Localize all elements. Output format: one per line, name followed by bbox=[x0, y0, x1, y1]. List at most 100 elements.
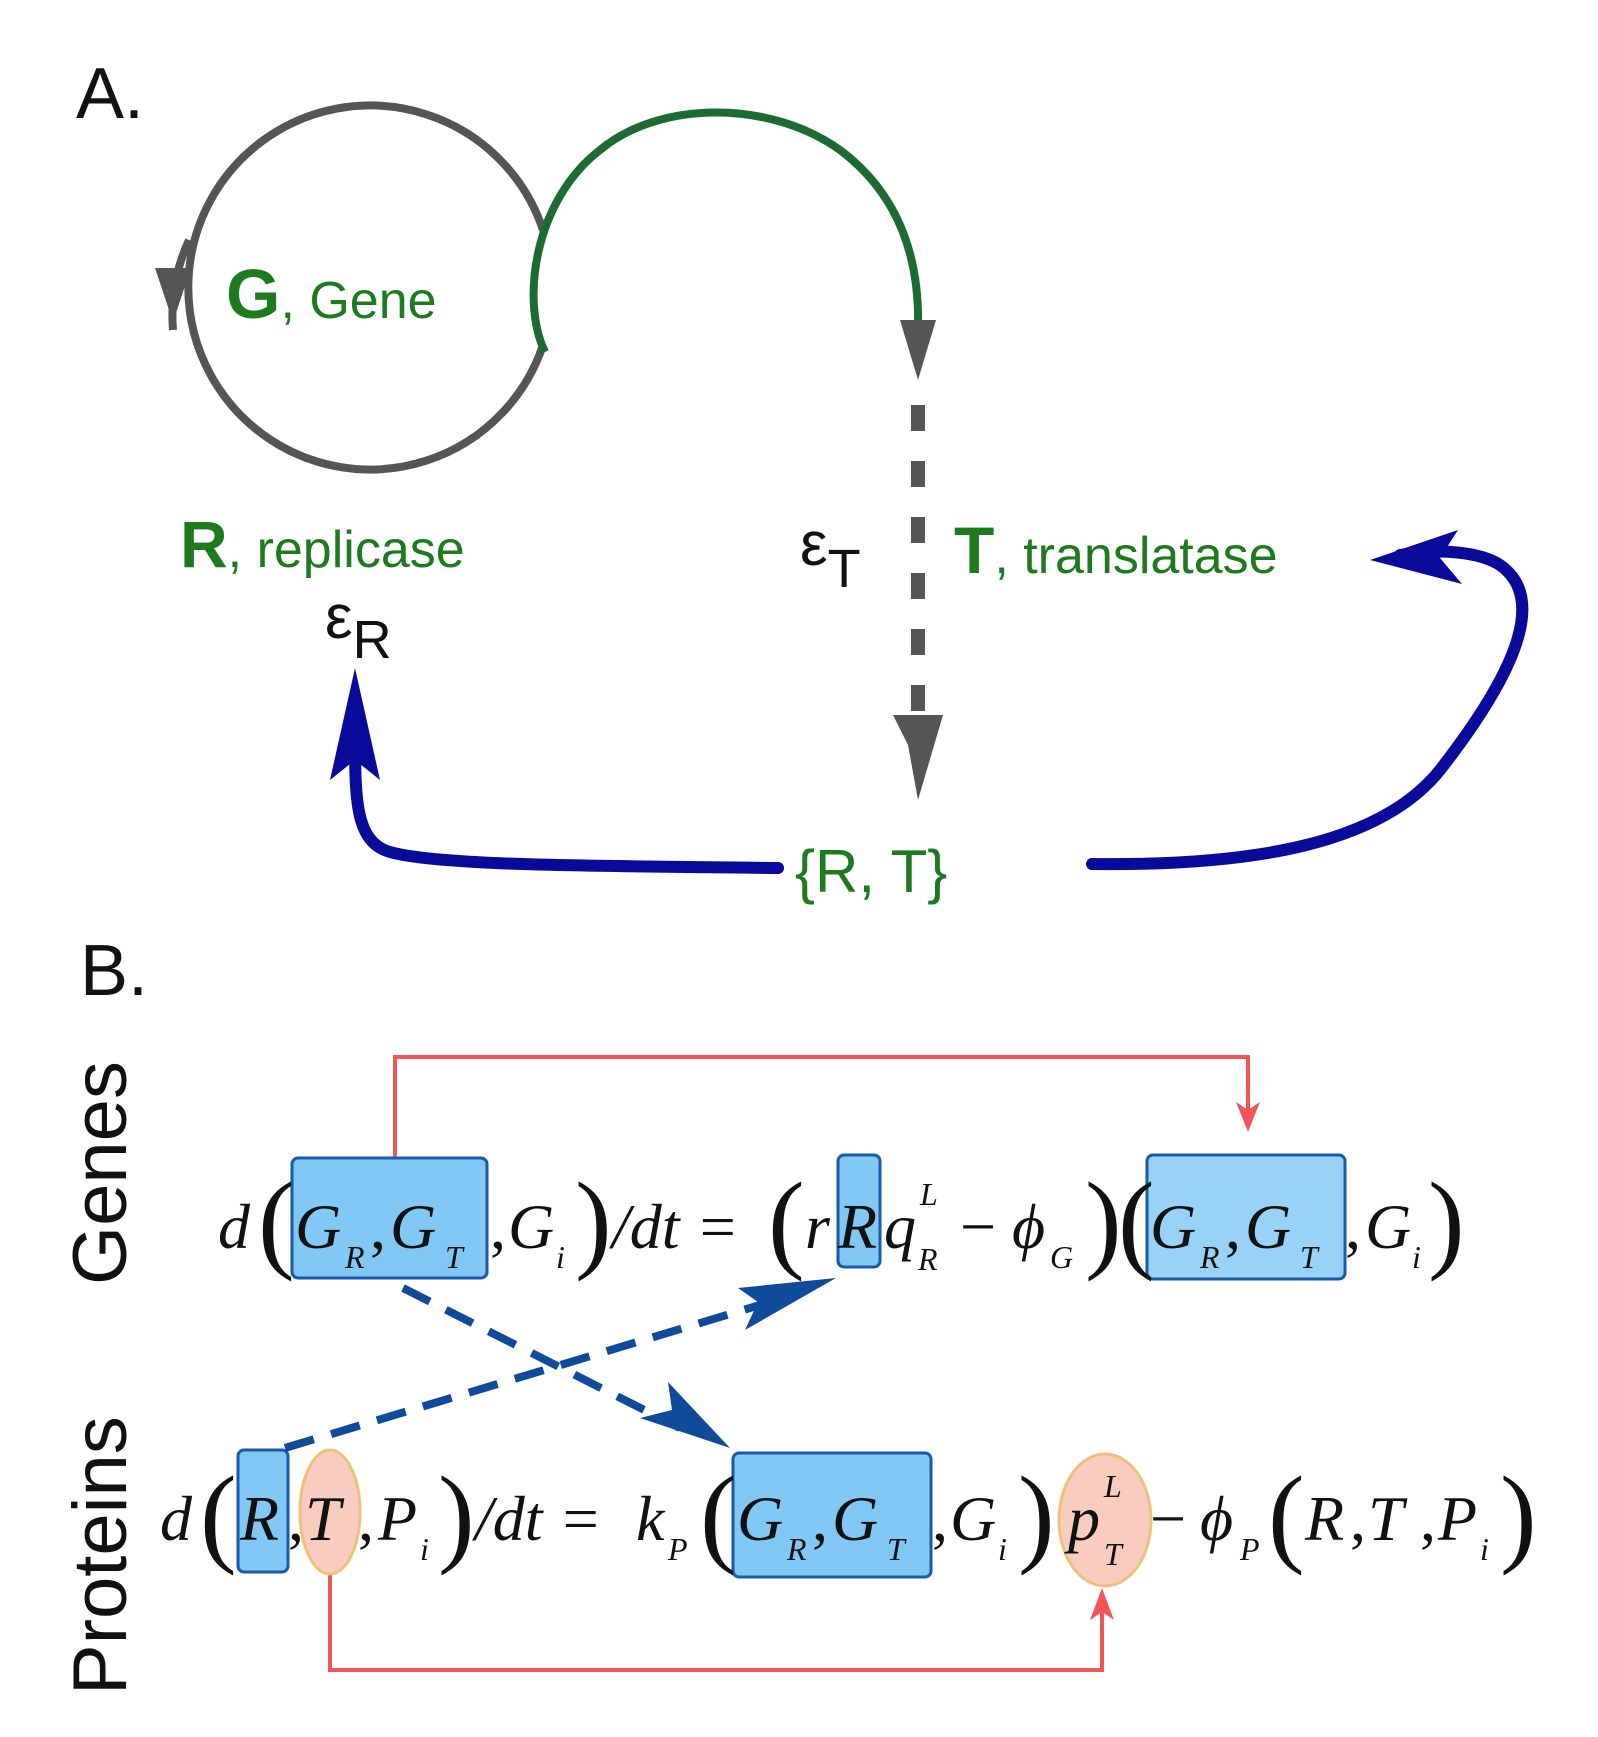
protein-eq-r-box bbox=[236, 1448, 290, 1574]
gene-eq-phi-sub: G bbox=[1050, 1239, 1073, 1275]
protein-eq-g1: G bbox=[737, 1483, 783, 1554]
gene-symbol: G bbox=[226, 255, 280, 333]
red-protein-arrowhead-icon bbox=[1090, 1588, 1114, 1620]
epsilon-r-sub: R bbox=[353, 610, 392, 670]
red-gene-feedback-arrow bbox=[393, 1055, 1250, 1158]
protein-eq-comma4: , bbox=[932, 1483, 948, 1554]
gene-eq-g3-sub: i bbox=[556, 1239, 565, 1275]
green-arc-arrowhead-icon bbox=[900, 320, 936, 380]
protein-eq-T2: T bbox=[1368, 1483, 1408, 1554]
gene-eq-r: r bbox=[805, 1191, 831, 1262]
protein-eq-comma6: , bbox=[1420, 1483, 1436, 1554]
protein-eq-g2-sub: T bbox=[887, 1531, 907, 1567]
blue-arrowhead-translatase-icon bbox=[1370, 530, 1462, 584]
epsilon-t-sub: T bbox=[828, 539, 861, 599]
protein-eq-g1-sub: R bbox=[786, 1531, 807, 1567]
gene-equation: d ( G R , G T , G i ) /dt = ( r R q L R … bbox=[218, 1160, 1465, 1282]
translatase-label: T, translatase bbox=[954, 513, 1278, 587]
protein-eq-p-sub: T bbox=[1104, 1536, 1124, 1572]
epsilon-r-base: ε bbox=[325, 583, 353, 652]
blue-arrow-to-translatase bbox=[1086, 545, 1529, 871]
epsilon-r-label: εR bbox=[325, 583, 392, 670]
gene-eq-paren-close: ) bbox=[575, 1160, 612, 1282]
gene-eq-g6-sub: i bbox=[1412, 1239, 1421, 1275]
gene-text: , Gene bbox=[280, 272, 436, 330]
protein-eq-t-oval bbox=[298, 1448, 362, 1576]
translatase-text: , translatase bbox=[994, 527, 1277, 585]
replicase-text: , replicase bbox=[228, 521, 465, 579]
protein-eq-d: d bbox=[160, 1483, 193, 1554]
protein-eq-phi: ϕ bbox=[1200, 1483, 1233, 1554]
blue-arrow-to-replicase bbox=[349, 724, 784, 874]
protein-eq-T: T bbox=[305, 1483, 345, 1554]
protein-eq-g3-sub: i bbox=[998, 1531, 1007, 1567]
protein-eq-k-sub: P bbox=[667, 1531, 688, 1567]
gene-eq-g4: G bbox=[1150, 1191, 1196, 1262]
gene-eq-g1: G bbox=[295, 1191, 341, 1262]
protein-eq-comma1: , bbox=[288, 1483, 304, 1554]
gene-eq-paren-close3: ) bbox=[1428, 1160, 1465, 1282]
replicase-label: R, replicase bbox=[180, 507, 465, 581]
protein-eq-comma5: , bbox=[1350, 1483, 1366, 1554]
genes-row-label: Genes bbox=[58, 1061, 143, 1285]
gene-eq-q-sub: R bbox=[917, 1241, 938, 1277]
protein-eq-g3: G bbox=[950, 1483, 996, 1554]
protein-eq-dt: /dt = bbox=[472, 1483, 602, 1554]
gene-eq-phi: ϕ bbox=[1012, 1191, 1045, 1262]
gene-eq-g4-sub: R bbox=[1199, 1239, 1220, 1275]
gene-eq-g2: G bbox=[390, 1191, 436, 1262]
blue-arrowhead-replicase-icon bbox=[330, 668, 380, 780]
epsilon-t-label: εT bbox=[800, 510, 861, 599]
protein-eq-P2-sub: i bbox=[1480, 1531, 1489, 1567]
protein-eq-k: k bbox=[636, 1483, 666, 1554]
gene-eq-comma1: , bbox=[370, 1191, 386, 1262]
protein-eq-gr-gt-box bbox=[731, 1451, 933, 1579]
gene-eq-g3: G bbox=[508, 1191, 554, 1262]
gene-eq-paren-open2: ( bbox=[768, 1160, 805, 1282]
panel-b-label: B. bbox=[80, 931, 148, 1011]
gene-eq-q-sup: L bbox=[919, 1176, 938, 1212]
translation-arrowhead-icon bbox=[893, 715, 943, 800]
protein-eq-g2: G bbox=[832, 1483, 878, 1554]
protein-eq-p-sup: L bbox=[1103, 1468, 1122, 1504]
protein-eq-paren-close3: ) bbox=[1500, 1454, 1537, 1576]
dashed-protein-to-gene-arrow bbox=[283, 1298, 772, 1452]
protein-eq-paren-close: ) bbox=[438, 1454, 475, 1576]
gene-eq-g6: G bbox=[1365, 1191, 1411, 1262]
gene-eq-paren-open: ( bbox=[258, 1160, 295, 1282]
protein-eq-P: P bbox=[377, 1483, 417, 1554]
gene-eq-q: q bbox=[884, 1191, 916, 1262]
protein-eq-pt-oval bbox=[1057, 1452, 1153, 1588]
protein-eq-paren-open3: ( bbox=[1268, 1454, 1305, 1576]
rt-set-label: {R, T} bbox=[795, 838, 947, 905]
protein-eq-P-sub: i bbox=[420, 1531, 429, 1567]
red-gene-arrowhead-icon bbox=[1236, 1102, 1260, 1132]
protein-eq-p: p bbox=[1064, 1483, 1100, 1554]
panel-a-label: A. bbox=[76, 54, 144, 134]
gene-eq-d: d bbox=[218, 1191, 251, 1262]
gene-eq-r-box bbox=[836, 1153, 882, 1269]
proteins-row-label: Proteins bbox=[58, 1416, 143, 1695]
gene-eq-g1-sub: R bbox=[344, 1239, 365, 1275]
protein-eq-minus: − bbox=[1150, 1483, 1186, 1554]
protein-eq-P2: P bbox=[1437, 1483, 1477, 1554]
gene-eq-rhs-box bbox=[1145, 1153, 1347, 1281]
gene-eq-paren-close2: ) bbox=[1085, 1160, 1122, 1282]
protein-eq-comma2: , bbox=[358, 1483, 374, 1554]
gene-eq-R: R bbox=[837, 1191, 877, 1262]
protein-eq-paren-open: ( bbox=[200, 1454, 237, 1576]
gene-eq-minus: − bbox=[960, 1191, 996, 1262]
red-protein-feedback-arrow bbox=[328, 1572, 1104, 1672]
gene-eq-paren-open3: ( bbox=[1118, 1160, 1155, 1282]
protein-eq-phi-sub: P bbox=[1239, 1531, 1260, 1567]
gene-eq-dt: /dt = bbox=[609, 1191, 739, 1262]
protein-eq-comma3: , bbox=[812, 1483, 828, 1554]
epsilon-t-base: ε bbox=[800, 510, 828, 579]
gene-label: G, Gene bbox=[226, 255, 437, 333]
dashed-protein-to-gene-arrowhead-icon bbox=[738, 1278, 836, 1330]
protein-equation: d ( R , T , P i ) /dt = k P ( G R , G T … bbox=[160, 1454, 1537, 1576]
protein-eq-R: R bbox=[239, 1483, 279, 1554]
gene-eq-comma2: , bbox=[490, 1191, 506, 1262]
replicase-symbol: R bbox=[180, 507, 228, 581]
